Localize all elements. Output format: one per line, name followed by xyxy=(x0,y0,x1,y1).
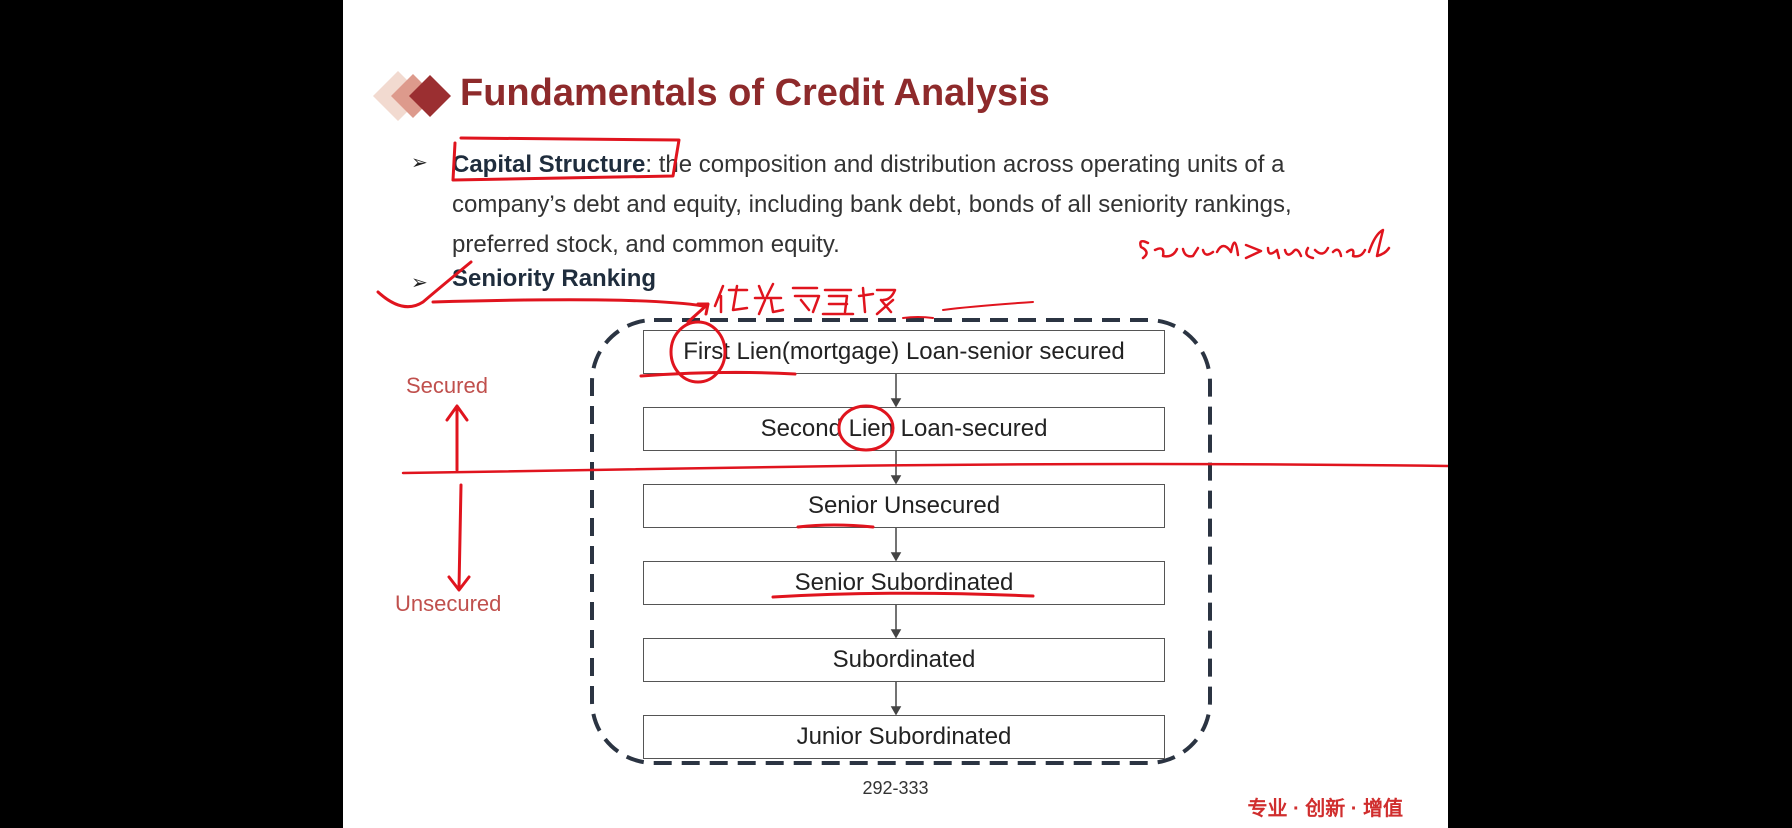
secured-unsecured-divider xyxy=(401,462,1448,475)
seniority-underline xyxy=(431,298,705,308)
handwriting-chinese-note xyxy=(713,282,897,316)
slide: Fundamentals of Credit Analysis ➢ Capita… xyxy=(343,0,1448,828)
slide-decorations xyxy=(373,71,1212,765)
secured-up-arrow-icon xyxy=(445,404,469,472)
handwriting-tail xyxy=(902,301,1034,319)
title-diamond-icon xyxy=(373,71,451,121)
bullet-arrow-icon: ➢ xyxy=(411,272,428,294)
seniority-level-6: Junior Subordinated xyxy=(643,715,1165,759)
seniority-level-4: Senior Subordinated xyxy=(643,561,1165,605)
flow-arrows xyxy=(890,374,902,716)
bullet-arrow-icon: ➢ xyxy=(411,152,428,174)
bullet-term: Capital Structure xyxy=(452,151,646,178)
secured-label: Secured xyxy=(406,373,488,398)
annotation-arrow-icon xyxy=(686,302,710,324)
seniority-level-1: First Lien(mortgage) Loan-senior secured xyxy=(643,330,1165,374)
handwriting-secured-gt-unsecured xyxy=(1139,228,1391,260)
unsecured-down-arrow-icon xyxy=(447,483,471,592)
page-number: 292-333 xyxy=(862,778,929,798)
lien-circle-1 xyxy=(669,320,727,384)
bullet-definition: the composition and distribution across … xyxy=(452,151,1292,258)
handwritten-annotations xyxy=(376,136,1448,599)
senior-underline xyxy=(796,523,875,529)
seniority-level-5: Subordinated xyxy=(643,638,1165,682)
seniority-level-2: Second Lien Loan-secured xyxy=(643,407,1165,451)
first-lien-underline xyxy=(639,370,797,378)
seniority-checkmark xyxy=(376,260,473,309)
bullet-separator: : xyxy=(645,151,653,178)
seniority-level-3: Senior Unsecured xyxy=(643,484,1165,528)
senior-subordinated-underline xyxy=(771,591,1035,599)
brand-slogan: 专业 · 创新 · 增值 xyxy=(1247,798,1403,820)
capital-structure-bullet: Capital Structure: the composition and d… xyxy=(452,145,1372,265)
unsecured-label: Unsecured xyxy=(395,591,502,616)
capital-structure-highlight-box xyxy=(451,136,681,182)
lien-circle-2 xyxy=(837,404,895,452)
seniority-ranking-heading: Seniority Ranking xyxy=(452,265,657,292)
slide-title: Fundamentals of Credit Analysis xyxy=(460,72,1050,114)
